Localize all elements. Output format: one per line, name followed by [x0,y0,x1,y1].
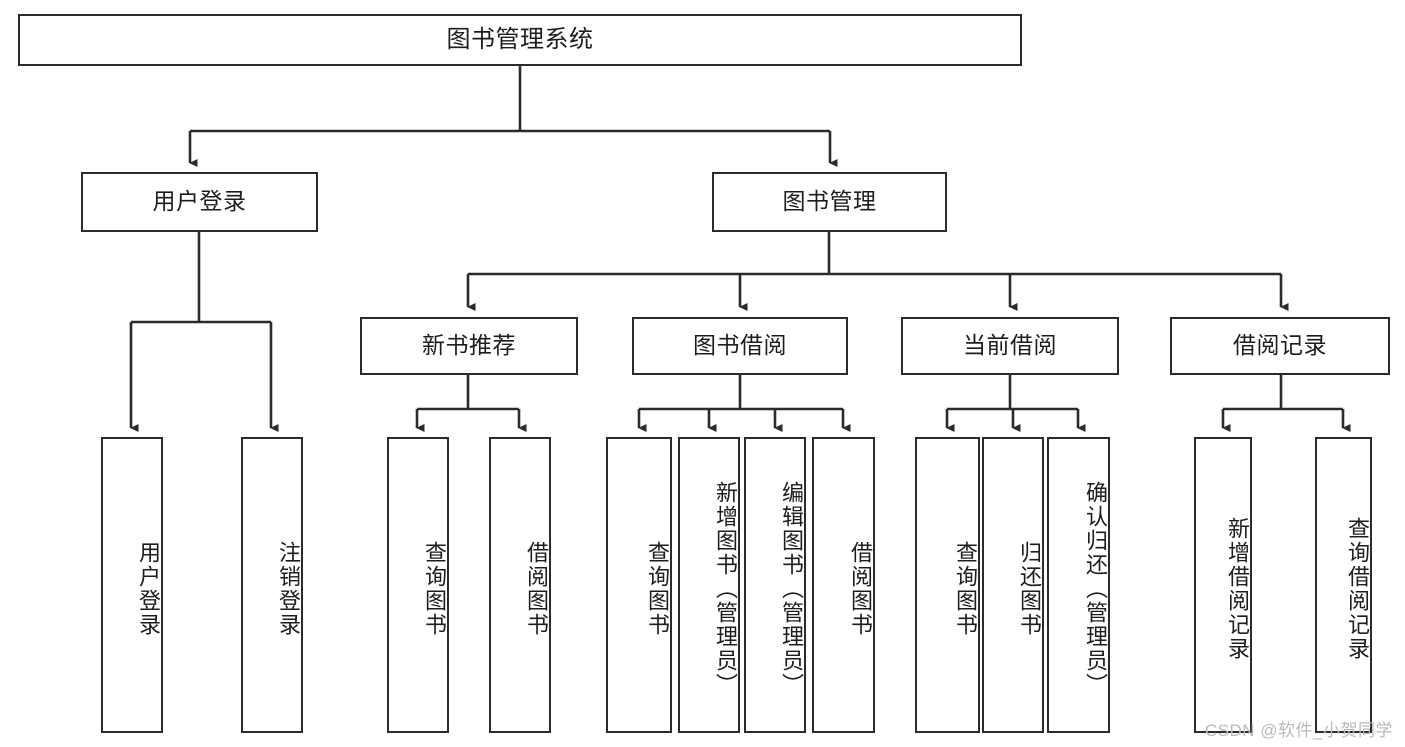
node-label: 新增借阅记录 [1225,517,1250,661]
node-label: 查询图书 [953,541,978,637]
node-label: 图书管理 [782,188,877,215]
node-label: 新增图书（管理员） [713,481,738,697]
node-new-book-recommend[interactable]: 新书推荐 [360,317,578,375]
leaf-borrow-record-query[interactable]: 查询借阅记录 [1315,437,1372,733]
leaf-book-borrow-add-admin[interactable]: 新增图书（管理员） [678,437,740,733]
leaf-current-borrow-query[interactable]: 查询图书 [915,437,980,733]
node-label: 用户登录 [136,541,161,637]
leaf-user-login-login[interactable]: 用户登录 [101,437,163,733]
leaf-user-login-logout[interactable]: 注销登录 [241,437,303,733]
watermark-text: CSDN @软件_小贺同学 [1204,721,1393,740]
leaf-book-borrow-edit-admin[interactable]: 编辑图书（管理员） [744,437,806,733]
node-book-management[interactable]: 图书管理 [712,172,947,232]
leaf-borrow-record-add[interactable]: 新增借阅记录 [1194,437,1252,733]
node-label: 查询图书 [422,541,447,637]
node-current-borrow[interactable]: 当前借阅 [901,317,1119,375]
node-label: 当前借阅 [963,332,1057,359]
node-label: 归还图书 [1017,541,1042,637]
node-label: 编辑图书（管理员） [779,481,804,697]
node-label: 借阅图书 [524,541,549,637]
node-label: 查询图书 [645,541,670,637]
node-label: 查询借阅记录 [1345,517,1370,661]
leaf-current-borrow-confirm-admin[interactable]: 确认归还（管理员） [1047,437,1110,733]
node-label: 用户登录 [152,188,247,215]
node-book-borrow[interactable]: 图书借阅 [632,317,848,375]
node-label: 注销登录 [276,541,301,637]
leaf-current-borrow-return[interactable]: 归还图书 [982,437,1044,733]
leaf-new-book-query[interactable]: 查询图书 [387,437,449,733]
node-label: 借阅图书 [848,541,873,637]
leaf-book-borrow-query[interactable]: 查询图书 [606,437,672,733]
node-label: 借阅记录 [1233,332,1327,359]
leaf-new-book-borrow[interactable]: 借阅图书 [489,437,551,733]
node-borrow-record[interactable]: 借阅记录 [1170,317,1390,375]
node-label: 图书借阅 [693,332,787,359]
node-root-system[interactable]: 图书管理系统 [18,14,1022,66]
node-label: 图书管理系统 [446,25,594,53]
node-user-login[interactable]: 用户登录 [81,172,318,232]
node-label: 确认归还（管理员） [1083,481,1108,697]
leaf-book-borrow-borrow[interactable]: 借阅图书 [812,437,875,733]
node-label: 新书推荐 [422,332,516,359]
